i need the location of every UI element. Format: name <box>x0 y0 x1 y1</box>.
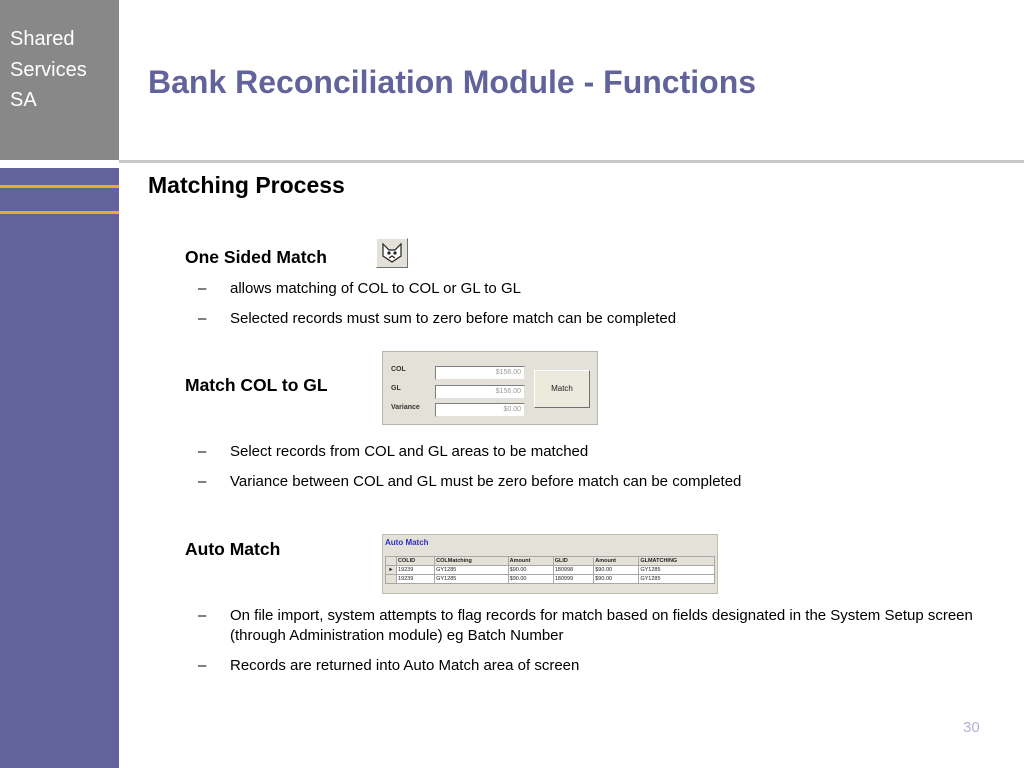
bullet-dash: – <box>198 473 207 490</box>
grid-cell: 180999 <box>552 574 595 584</box>
bullet-dash: – <box>198 310 207 327</box>
sidebar-top-panel <box>0 0 119 160</box>
table-row[interactable]: 19239 GY1285 $90.00 180999 $90.00 GY1285 <box>385 574 715 584</box>
grid-header-cell[interactable]: Amount <box>507 556 554 566</box>
brand-line-1: Shared <box>10 28 75 50</box>
grid-cell: 180998 <box>552 565 595 575</box>
bullet-dash: – <box>198 657 207 674</box>
row-selector[interactable] <box>385 574 397 584</box>
page-title: Bank Reconciliation Module - Functions <box>148 64 757 100</box>
grid-cell: GY1285 <box>434 574 509 584</box>
bullet-text: Selected records must sum to zero before… <box>230 310 677 327</box>
grid-header-cell[interactable]: GLID <box>552 556 595 566</box>
grid-cell: $90.00 <box>593 574 640 584</box>
col-label: COL <box>391 366 406 373</box>
match-col-gl-heading: Match COL to GL <box>185 375 328 395</box>
row-selector-arrow-icon[interactable]: ► <box>385 565 397 575</box>
grid-header-cell[interactable]: Amount <box>593 556 640 566</box>
grid-header-cell[interactable]: GLMATCHING <box>638 556 715 566</box>
one-sided-match-button[interactable] <box>376 238 408 268</box>
accent-line-bottom <box>0 211 119 214</box>
grid-cell: 19239 <box>395 565 436 575</box>
bullet-dash: – <box>198 443 207 460</box>
grid-cell: $90.00 <box>507 574 554 584</box>
bullet-dash: – <box>198 607 207 624</box>
auto-match-heading: Auto Match <box>185 539 281 559</box>
col-amount-field[interactable]: $156.00 <box>435 366 525 380</box>
bullet-text: allows matching of COL to COL or GL to G… <box>230 280 521 297</box>
sidebar-bottom-panel <box>0 168 119 768</box>
gl-amount-field[interactable]: $156.00 <box>435 385 525 399</box>
auto-match-grid: COLID COLMatching Amount GLID Amount GLM… <box>385 556 715 584</box>
grid-cell: $90.00 <box>507 565 554 575</box>
page-number: 30 <box>963 719 980 736</box>
grid-header-row: COLID COLMatching Amount GLID Amount GLM… <box>385 556 715 566</box>
grid-cell: GY1285 <box>434 565 509 575</box>
bullet-text: Records are returned into Auto Match are… <box>230 657 580 674</box>
grid-cell: 19239 <box>395 574 436 584</box>
variance-amount-field[interactable]: $0.00 <box>435 403 525 417</box>
match-button[interactable]: Match <box>534 370 590 408</box>
one-sided-match-heading: One Sided Match <box>185 247 327 267</box>
row-selector-header <box>385 556 397 566</box>
brand-line-3: SA <box>10 89 37 111</box>
grid-cell: GY1285 <box>638 565 715 575</box>
brand-line-2: Services <box>10 58 87 81</box>
brand-logo-text: Shared Services SA <box>10 24 87 116</box>
grid-header-cell[interactable]: COLID <box>395 556 436 566</box>
grid-cell: $90.00 <box>593 565 640 575</box>
auto-match-panel: Auto Match COLID COLMatching Amount GLID… <box>382 534 718 594</box>
match-col-gl-panel: COL $156.00 GL $156.00 Variance $0.00 Ma… <box>382 351 598 425</box>
bullet-text: Variance between COL and GL must be zero… <box>230 473 742 490</box>
grid-header-cell[interactable]: COLMatching <box>434 556 509 566</box>
cat-face-icon <box>382 242 402 263</box>
header-divider <box>119 160 1024 163</box>
section-heading: Matching Process <box>148 172 345 198</box>
bullet-text: Select records from COL and GL areas to … <box>230 443 589 460</box>
bullet-dash: – <box>198 280 207 297</box>
table-row[interactable]: ► 19239 GY1285 $90.00 180998 $90.00 GY12… <box>385 565 715 575</box>
gl-label: GL <box>391 385 401 392</box>
grid-cell: GY1285 <box>638 574 715 584</box>
accent-line-top <box>0 185 119 188</box>
bullet-text: On file import, system attempts to flag … <box>230 607 973 644</box>
auto-match-panel-title: Auto Match <box>385 538 429 547</box>
variance-label: Variance <box>391 404 420 411</box>
